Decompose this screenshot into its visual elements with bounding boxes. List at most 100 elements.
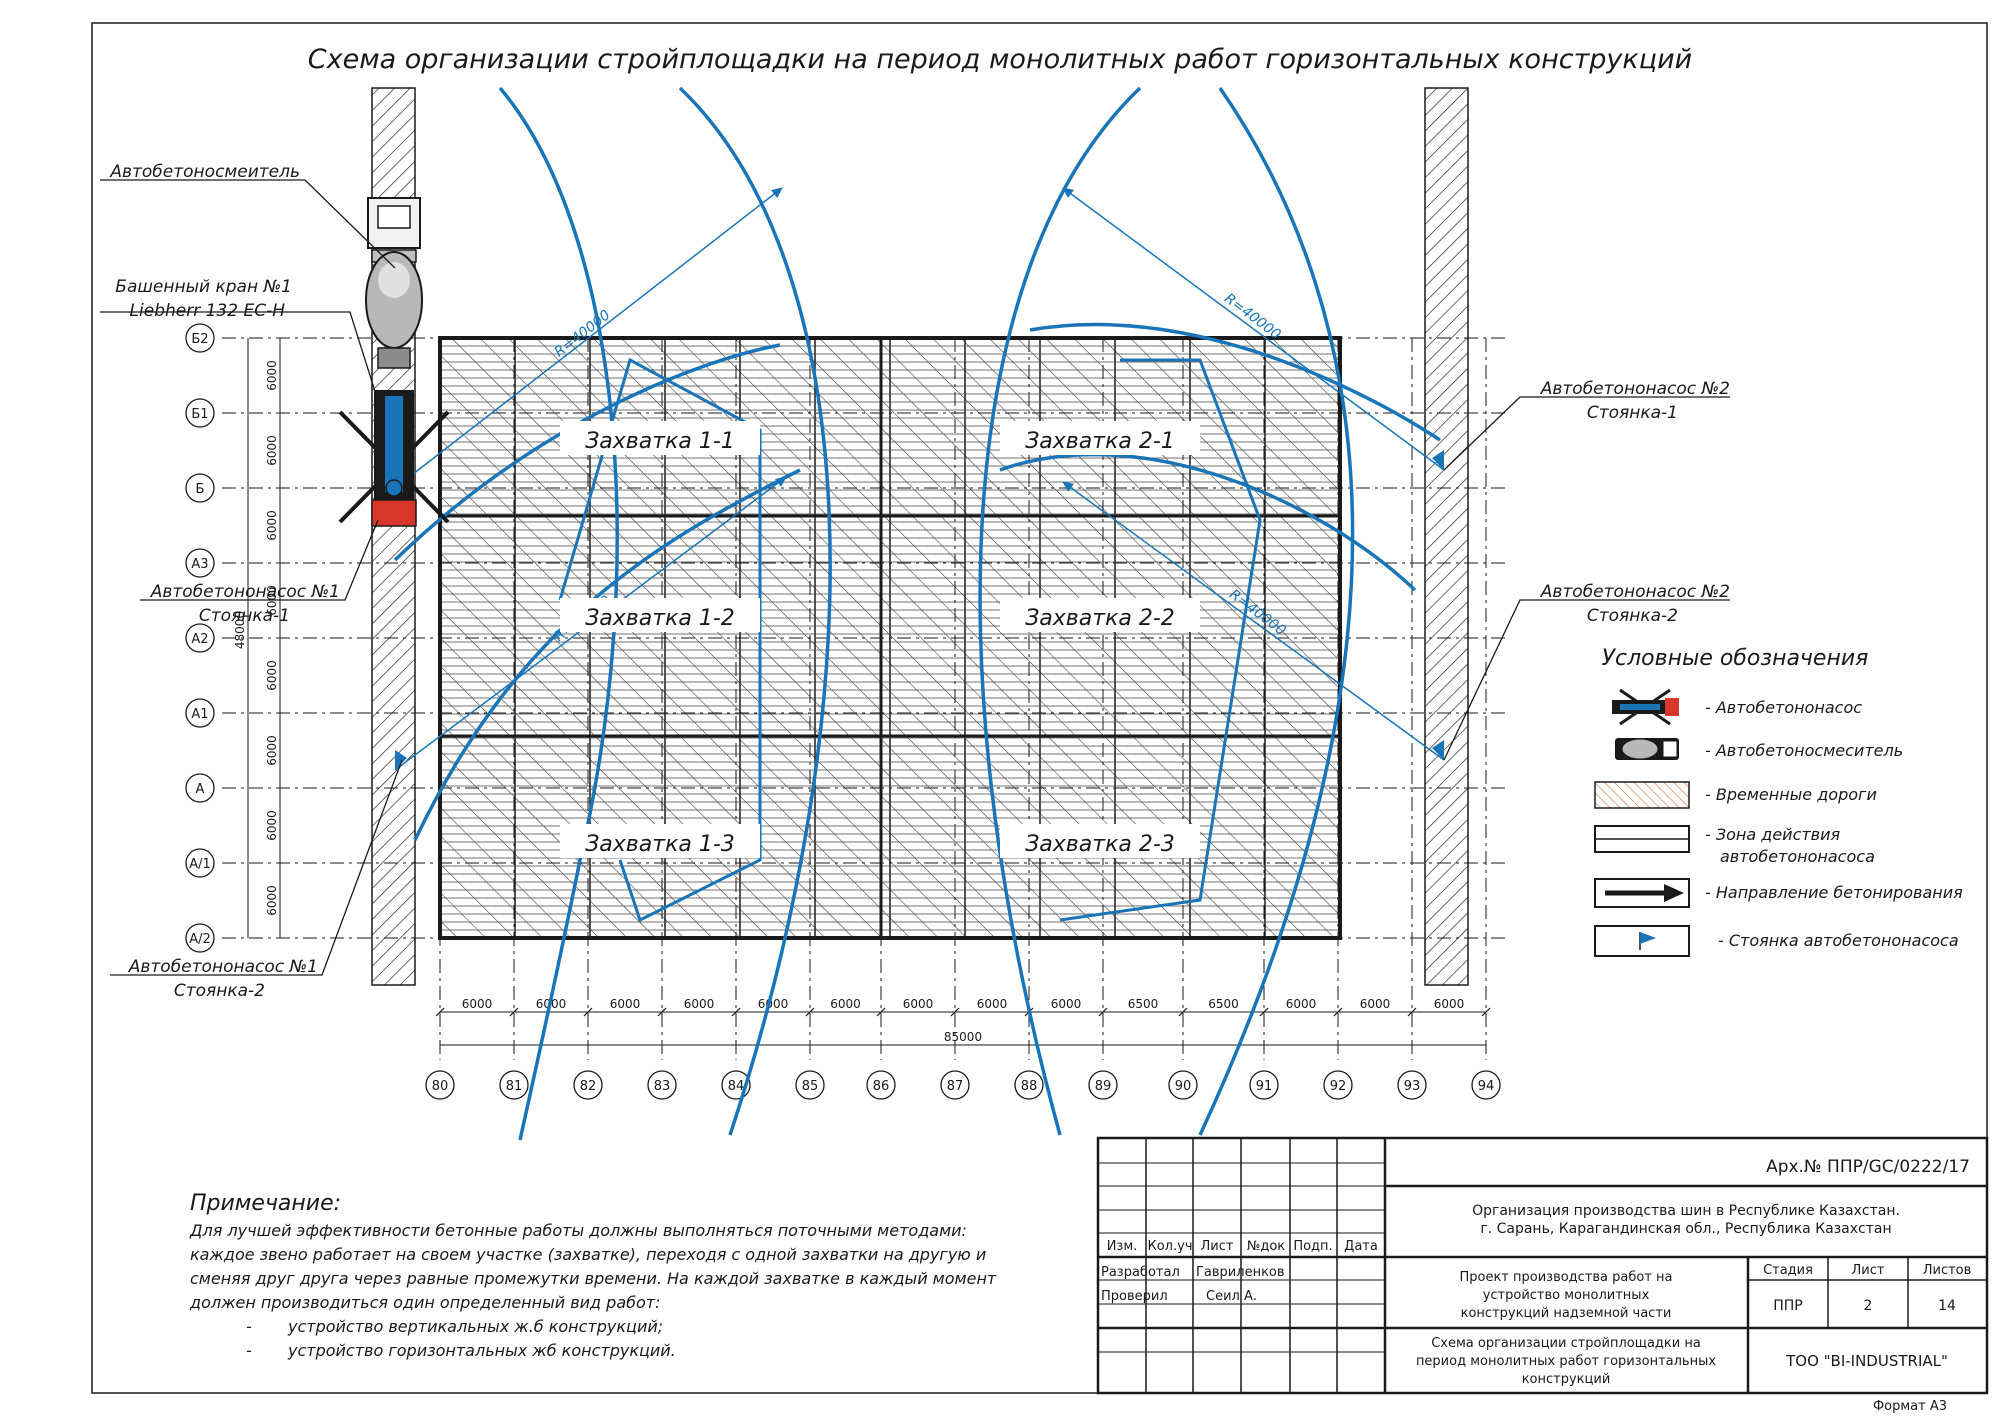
- pump-flag-icon: [395, 750, 407, 770]
- column-dimension: 6000: [903, 997, 934, 1011]
- label-pump1-stand2-sub: Стоянка-2: [174, 981, 265, 1001]
- column-axis-bubble: 91: [1249, 1070, 1279, 1100]
- svg-text:89: 89: [1095, 1079, 1112, 1094]
- svg-text:93: 93: [1404, 1079, 1421, 1094]
- reach-arc-pump2-stand2: [999, 452, 1417, 592]
- legend-text-direction: - Направление бетонирования: [1705, 883, 1963, 902]
- drawing-name-line: конструкций: [1522, 1372, 1611, 1387]
- svg-text:80: 80: [432, 1079, 449, 1094]
- stamp-header: Подп.: [1293, 1239, 1332, 1254]
- note-bullet: устройство вертикальных ж.б конструкций;: [287, 1317, 663, 1336]
- column-dimension: 6500: [1208, 997, 1239, 1011]
- project-line: Проект производства работ на: [1459, 1270, 1672, 1285]
- svg-text:86: 86: [873, 1079, 890, 1094]
- pump-flag-icon: [1432, 740, 1444, 760]
- svg-text:83: 83: [654, 1079, 671, 1094]
- svg-text:Б: Б: [196, 482, 205, 497]
- label-pump1-stand2: Автобетононасос №1: [128, 957, 318, 977]
- column-axis-bubble: 94: [1471, 1070, 1501, 1100]
- svg-text:88: 88: [1021, 1079, 1038, 1094]
- svg-text:81: 81: [506, 1079, 523, 1094]
- column-axis-bubble: 88: [1014, 1070, 1044, 1100]
- drawing-name-line: период монолитных работ горизонтальных: [1416, 1354, 1716, 1369]
- row-dimension: 6000: [265, 360, 279, 391]
- zone-label: Захватка 1-1: [560, 421, 760, 455]
- row-axis-bubble: Б: [185, 473, 215, 503]
- stage-label: Стадия: [1763, 1263, 1813, 1278]
- svg-text:А3: А3: [191, 557, 208, 572]
- temporary-road-icon: [1594, 781, 1690, 809]
- svg-text:А: А: [196, 782, 205, 797]
- legend-text-zone: - Зона действия: [1705, 825, 1841, 844]
- svg-text:А1: А1: [191, 707, 208, 722]
- row-dimension: 6000: [265, 510, 279, 541]
- project-line: конструкций надземной части: [1461, 1306, 1672, 1321]
- column-dimension: 6500: [1128, 997, 1159, 1011]
- note-line: сменяя друг друга через равные промежутк…: [190, 1269, 997, 1288]
- svg-text:Захватка 2-2: Захватка 2-2: [1025, 606, 1175, 631]
- pump-flag-icon: [1432, 450, 1444, 470]
- legend-text-mixer: - Автобетоносмеситель: [1705, 741, 1903, 760]
- label-pump2-stand2: Автобетононасос №2: [1540, 582, 1730, 602]
- row-dimension: 6000: [265, 660, 279, 691]
- column-axis-bubble: 89: [1088, 1070, 1118, 1100]
- svg-text:Захватка 1-1: Захватка 1-1: [585, 429, 735, 454]
- sheet-label: Лист: [1852, 1263, 1885, 1278]
- row-axis-bubble: А/1: [185, 848, 215, 878]
- column-dimension: 6000: [462, 997, 493, 1011]
- column-axis-bubble: 80: [425, 1070, 455, 1100]
- right-wall: [1424, 87, 1469, 986]
- pump-zone-icon: [1594, 825, 1690, 853]
- row-axis-bubble: А2: [185, 623, 215, 653]
- row-axis-bubble: А: [185, 773, 215, 803]
- svg-text:87: 87: [947, 1079, 964, 1094]
- column-axis-bubble: 81: [499, 1070, 529, 1100]
- svg-text:82: 82: [580, 1079, 597, 1094]
- organization-line: Организация производства шин в Республик…: [1472, 1203, 1900, 1219]
- legend-text-pump: - Автобетононасос: [1705, 698, 1862, 717]
- drawing-name-line: Схема организации стройплощадки на: [1431, 1336, 1701, 1351]
- label-crane: Башенный кран №1: [115, 277, 292, 297]
- svg-text:А/2: А/2: [189, 932, 211, 947]
- column-axis-bubble: 85: [795, 1070, 825, 1100]
- column-dimension: 6000: [1286, 997, 1317, 1011]
- axis-grid-lines: [222, 337, 1505, 1060]
- label-crane-model: Liebherr 132 EC-H: [130, 301, 286, 321]
- row-axis-bubble: Б2: [185, 323, 215, 353]
- row-dimension: 6000: [265, 810, 279, 841]
- project-line: устройство монолитных: [1483, 1288, 1650, 1303]
- note-line: Для лучшей эффективности бетонные работы…: [189, 1221, 967, 1240]
- svg-text:90: 90: [1175, 1079, 1192, 1094]
- label-pump1-stand1-sub: Стоянка-1: [199, 606, 290, 626]
- column-axis-bubble: 93: [1397, 1070, 1427, 1100]
- row-axes: Б2Б1БА3А2А1АА/1А/26000600060006000600060…: [185, 323, 281, 953]
- svg-text:А2: А2: [191, 632, 208, 647]
- organization-line: г. Сарань, Карагандинская обл., Республи…: [1480, 1221, 1891, 1237]
- pump-reach-zones: [393, 86, 1441, 1141]
- svg-text:Б1: Б1: [191, 407, 208, 422]
- sheets-value: 14: [1938, 1298, 1956, 1314]
- column-dimension-total: 85000: [944, 1030, 982, 1044]
- zone-label: Захватка 2-2: [1000, 598, 1200, 632]
- label-pump2-stand1: Автобетононасос №2: [1540, 379, 1730, 399]
- concrete-pump-truck: [338, 390, 450, 527]
- column-axis-bubble: 83: [647, 1070, 677, 1100]
- column-axis-bubble: 86: [866, 1070, 896, 1100]
- concrete-mixer-icon: [1615, 738, 1679, 760]
- column-dimension: 6000: [610, 997, 641, 1011]
- label-mixer: Автобетоносмеитель: [109, 162, 300, 182]
- legend-text-road: - Временные дороги: [1705, 785, 1877, 804]
- direction-zigzag-1: [558, 357, 762, 923]
- svg-text:94: 94: [1478, 1079, 1495, 1094]
- reach-arc-pump1-stand1-b: [678, 86, 832, 1136]
- note-title: Примечание:: [190, 1191, 341, 1216]
- column-dimension: 6000: [684, 997, 715, 1011]
- label-pump2-stand1-sub: Стоянка-1: [1587, 403, 1678, 423]
- direction-zigzag-2: [1059, 358, 1262, 922]
- label-pump2-stand2-sub: Стоянка-2: [1587, 606, 1678, 626]
- svg-text:85: 85: [802, 1079, 819, 1094]
- sheet-frame: [91, 22, 1988, 1394]
- stamp-header: Изм.: [1107, 1239, 1138, 1254]
